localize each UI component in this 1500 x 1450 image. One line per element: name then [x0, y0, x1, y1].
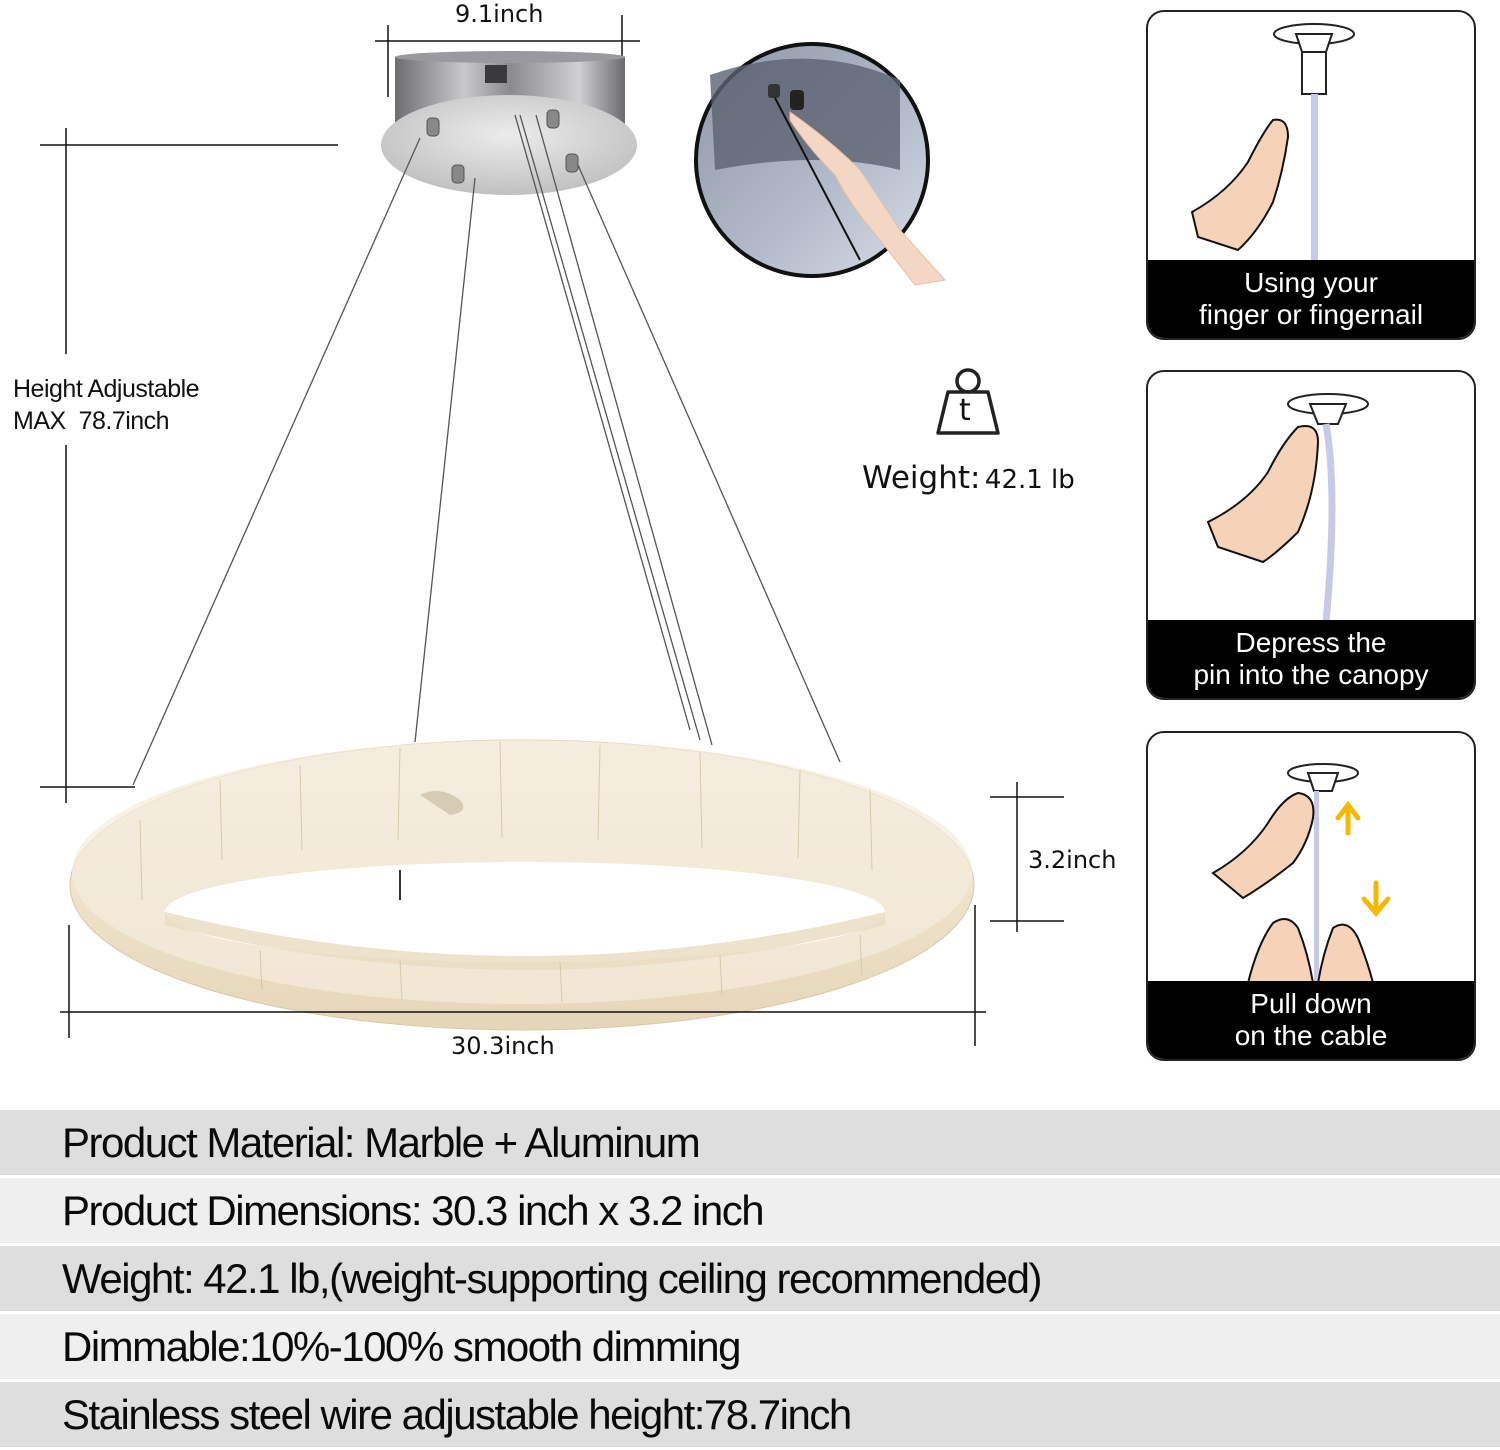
up-arrow-icon — [1335, 800, 1361, 836]
step-2-caption-line2: pin into the canopy — [1193, 659, 1429, 690]
pull-cable-illustration — [1211, 763, 1391, 991]
step-caption-3: Pull down on the cable — [1148, 981, 1474, 1059]
height-label: Height Adjustable MAX 78.7inch — [13, 373, 200, 437]
weight-value: 42.1 lb — [984, 465, 1075, 495]
down-arrow-icon — [1361, 880, 1391, 917]
spec-row-wire-height: Stainless steel wire adjustable height:7… — [0, 1379, 1500, 1447]
weight-label: Weight: — [862, 460, 981, 496]
spec-text: Dimmable:10%-100% smooth dimming — [62, 1322, 741, 1370]
weight-t-icon — [936, 368, 1000, 435]
step-card-3: Pull down on the cable — [1146, 731, 1476, 1061]
spec-row-dimensions: Product Dimensions: 30.3 inch x 3.2 inch — [0, 1175, 1500, 1243]
step-caption-2: Depress the pin into the canopy — [1148, 620, 1474, 698]
step-2-caption-line1: Depress the — [1235, 627, 1387, 658]
step-1-caption-line2: finger or fingernail — [1198, 299, 1424, 330]
spec-text: Product Dimensions: 30.3 inch x 3.2 inch — [62, 1186, 765, 1234]
weight-icon-letter: t — [959, 393, 971, 428]
spec-text: Stainless steel wire adjustable height:7… — [62, 1390, 852, 1438]
ring-width-label: 30.3inch — [451, 1032, 555, 1060]
canopy-width-label: 9.1inch — [455, 0, 544, 28]
spec-row-weight: Weight: 42.1 lb,(weight-supporting ceili… — [0, 1243, 1500, 1311]
finger-cable-illustration — [1190, 23, 1355, 272]
height-label-line2: MAX 78.7inch — [13, 407, 170, 435]
spec-row-material: Product Material: Marble + Aluminum — [0, 1107, 1500, 1175]
installation-steps: Using your finger or fingernail Depress … — [1146, 0, 1476, 1100]
step-card-1: Using your finger or fingernail — [1146, 10, 1476, 340]
height-label-line1: Height Adjustable — [13, 375, 200, 403]
step-3-caption-line1: Pull down — [1250, 988, 1372, 1019]
weight-block: t Weight: 42.1 lb — [860, 365, 1090, 505]
chandelier-illustration — [40, 15, 1064, 1046]
weight-text: Weight: 42.1 lb — [862, 460, 1075, 496]
spec-text: Weight: 42.1 lb,(weight-supporting ceili… — [62, 1254, 1042, 1302]
step-1-caption-line1: Using your — [1244, 267, 1378, 298]
step-caption-1: Using your finger or fingernail — [1148, 260, 1474, 338]
spec-text: Product Material: Marble + Aluminum — [62, 1118, 701, 1166]
ring-height-label: 3.2inch — [1028, 846, 1117, 874]
step-card-2: Depress the pin into the canopy — [1146, 370, 1476, 700]
spec-row-dimmable: Dimmable:10%-100% smooth dimming — [0, 1311, 1500, 1379]
specs-list: Product Material: Marble + Aluminum Prod… — [0, 1107, 1500, 1447]
product-diagram: 9.1inch Height Adjustable MAX 78.7inch 3… — [13, 0, 1117, 1060]
step-3-caption-line2: on the cable — [1234, 1020, 1388, 1051]
depress-pin-illustration — [1206, 393, 1369, 623]
